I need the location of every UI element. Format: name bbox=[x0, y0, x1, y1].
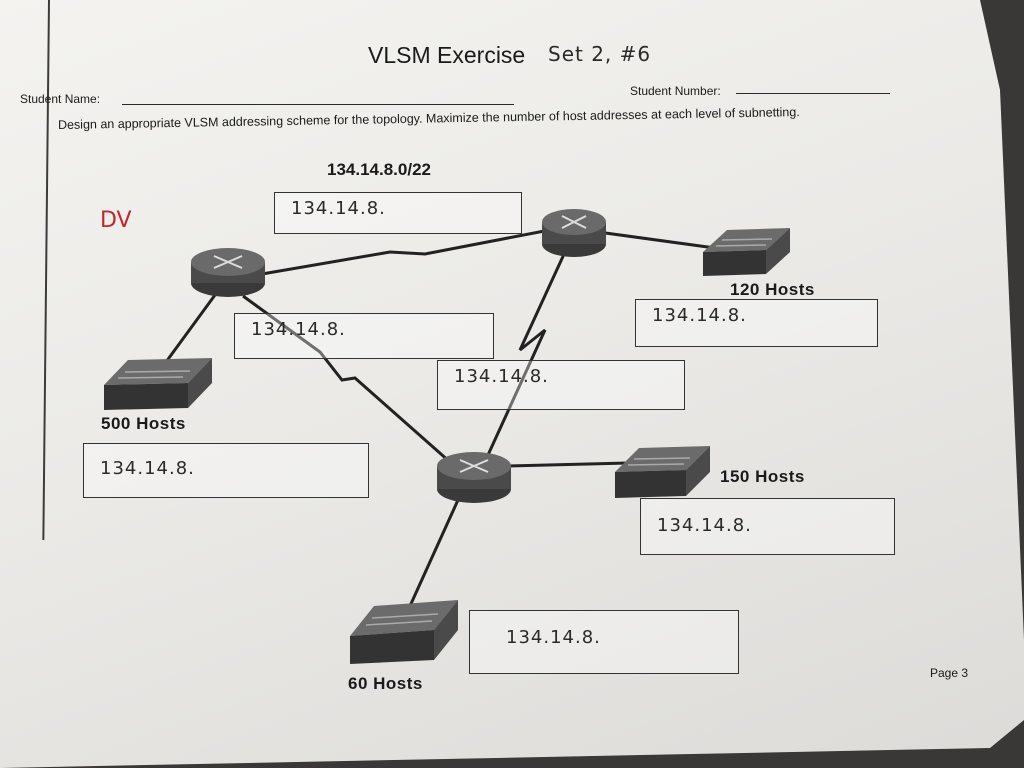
answer-text-center-link: 134.14.8. bbox=[454, 366, 549, 387]
router-center[interactable] bbox=[437, 452, 511, 503]
switch-150-hosts[interactable] bbox=[615, 446, 710, 498]
serial-link-left-center bbox=[242, 294, 451, 464]
handwritten-set-note: Set 2, #6 bbox=[548, 42, 652, 66]
router-top[interactable] bbox=[542, 209, 606, 257]
answer-text-150-hosts: 134.14.8. bbox=[657, 515, 752, 536]
lan-label-120: 120 Hosts bbox=[730, 280, 815, 299]
lan-label-500: 500 Hosts bbox=[101, 414, 186, 433]
student-name-field[interactable] bbox=[122, 104, 514, 105]
answer-box-center-link[interactable]: 134.14.8. bbox=[437, 360, 685, 410]
ethernet-center-150 bbox=[507, 461, 629, 468]
answer-box-150-hosts[interactable]: 134.14.8. bbox=[640, 498, 895, 555]
serial-link-top-center bbox=[486, 251, 567, 456]
switch-120-hosts[interactable] bbox=[703, 228, 790, 276]
serial-link-left-top bbox=[261, 226, 561, 276]
network-address: 134.14.8.0/22 bbox=[327, 160, 431, 179]
answer-box-top-link[interactable]: 134.14.8. bbox=[274, 192, 522, 234]
answer-box-500-hosts[interactable]: 134.14.8. bbox=[83, 443, 369, 498]
router-left[interactable] bbox=[191, 248, 265, 297]
margin-note: DV bbox=[100, 208, 132, 233]
ethernet-center-60 bbox=[408, 499, 460, 607]
answer-text-left-link: 134.14.8. bbox=[251, 319, 346, 340]
answer-box-left-link[interactable]: 134.14.8. bbox=[234, 313, 494, 359]
ethernet-left-500 bbox=[164, 294, 217, 363]
lan-label-60: 60 Hosts bbox=[348, 674, 423, 693]
lan-label-150: 150 Hosts bbox=[720, 467, 805, 486]
answer-box-60-hosts[interactable]: 134.14.8. bbox=[469, 610, 739, 674]
answer-text-top-link: 134.14.8. bbox=[291, 198, 386, 219]
answer-box-120-hosts[interactable]: 134.14.8. bbox=[635, 299, 878, 347]
answer-text-500-hosts: 134.14.8. bbox=[100, 458, 195, 479]
student-number-field[interactable] bbox=[736, 93, 890, 94]
answer-text-120-hosts: 134.14.8. bbox=[652, 305, 747, 326]
student-number-label: Student Number: bbox=[630, 84, 721, 98]
ethernet-top-120 bbox=[597, 230, 716, 250]
student-name-label: Student Name: bbox=[20, 92, 101, 106]
page-number: Page 3 bbox=[930, 666, 969, 680]
page-title: VLSM Exercise bbox=[368, 42, 526, 68]
answer-text-60-hosts: 134.14.8. bbox=[506, 627, 601, 648]
switch-500-hosts[interactable] bbox=[104, 358, 212, 410]
switch-60-hosts[interactable] bbox=[350, 600, 458, 664]
